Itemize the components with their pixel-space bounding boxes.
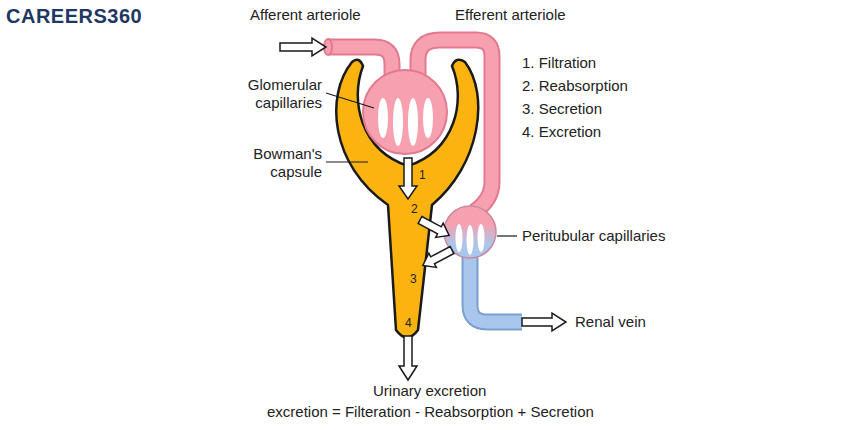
part-label: Glomerular capillaries: [222, 76, 322, 112]
callout-number: 3: [410, 272, 417, 286]
outflow-arrow: [522, 313, 566, 331]
formula-note: excretion = Filteration - Reabsorption +…: [267, 403, 594, 421]
part-label: Efferent arteriole: [455, 6, 566, 24]
renal-vein-tube: [470, 250, 522, 322]
leader-line: [326, 161, 368, 162]
callout-number: 4: [405, 316, 412, 330]
bowmans-capsule-shape: [336, 60, 478, 338]
step-list-item: 4. Excretion: [522, 123, 601, 141]
step-list-item: 3. Secretion: [522, 100, 602, 118]
arrow-shape: [416, 213, 453, 243]
capillary-loop: [408, 98, 418, 146]
leader-line: [326, 93, 374, 108]
reabsorption-arrow: [416, 213, 453, 243]
part-label: Bowman's capsule: [232, 145, 322, 181]
callout-number: 1: [419, 168, 426, 182]
capillary-loop: [456, 224, 463, 252]
secretion-arrow: [419, 243, 456, 273]
callout-number: 2: [411, 202, 418, 216]
step-list-item: 2. Reabsorption: [522, 77, 628, 95]
output-label: Urinary excretion: [373, 382, 486, 400]
capillary-loop: [393, 98, 403, 146]
leader-line: [497, 235, 517, 236]
capillary-loop: [423, 98, 433, 138]
part-label: Renal vein: [575, 313, 646, 331]
arrow-shape: [419, 243, 456, 273]
capillary-loop: [478, 224, 485, 252]
excretion-arrow: [399, 336, 417, 380]
part-label: Peritubular capillaries: [522, 227, 665, 245]
vein-outline: [470, 250, 522, 322]
glomerulus: [363, 70, 447, 154]
capillary-loop: [378, 98, 388, 138]
logo-watermark: CAREERS360: [6, 4, 142, 28]
capillary-loop: [467, 225, 474, 255]
inflow-arrow: [280, 38, 326, 56]
step-list-item: 1. Filtration: [522, 54, 596, 72]
part-label: Afferent arteriole: [250, 6, 361, 24]
filtration-arrow: [399, 158, 417, 199]
